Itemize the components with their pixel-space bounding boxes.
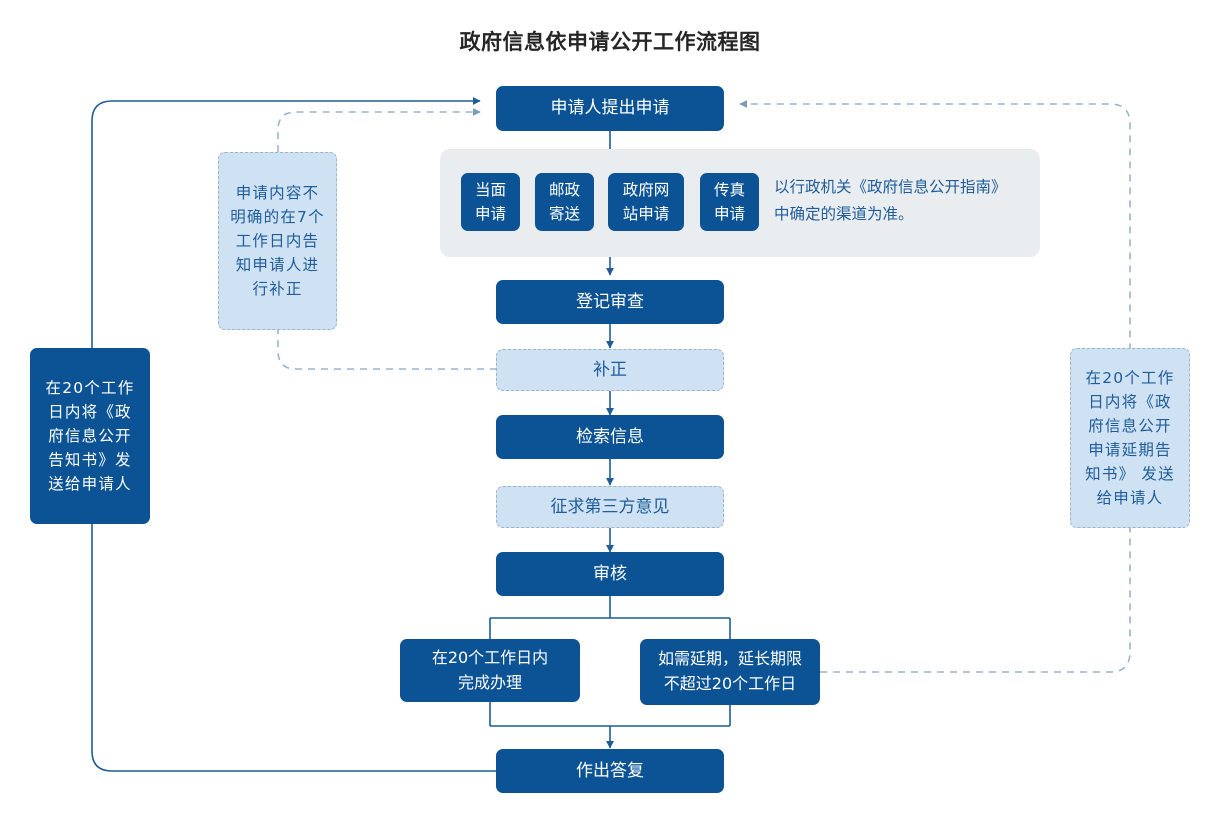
node-third-party-opinion[interactable]: 征求第三方意见 (496, 486, 724, 528)
node-applicant-submits[interactable]: 申请人提出申请 (496, 86, 724, 131)
node-complete-within-20-days[interactable]: 在20个工作日内 完成办理 (400, 639, 580, 702)
note-supplement-instruction[interactable]: 申请内容不 明确的在7个 工作日内告 知申请人进 行补正 (218, 152, 337, 330)
node-channel-postal-mail[interactable]: 邮政 寄送 (535, 173, 594, 231)
note-left-notification-letter[interactable]: 在20个工作 日内将《政 府信息公开 告知书》发 送给申请人 (30, 348, 150, 524)
channel-note-text: 以行政机关《政府信息公开指南》 中确定的渠道为准。 (774, 178, 1007, 224)
page-title: 政府信息依申请公开工作流程图 (459, 30, 761, 54)
node-make-reply[interactable]: 作出答复 (496, 749, 724, 793)
note-right-extension-letter[interactable]: 在20个工作 日内将《政 府信息公开 申请延期告 知书》 发送 给申请人 (1070, 348, 1190, 528)
node-channel-gov-website[interactable]: 政府网 站申请 (608, 173, 684, 231)
node-retrieve-information[interactable]: 检索信息 (496, 415, 724, 459)
node-channel-in-person[interactable]: 当面 申请 (461, 173, 520, 231)
node-audit[interactable]: 审核 (496, 552, 724, 596)
node-extension-limit[interactable]: 如需延期，延长期限 不超过20个工作日 (640, 639, 820, 705)
node-supplement[interactable]: 补正 (496, 349, 724, 391)
node-channel-fax[interactable]: 传真 申请 (700, 173, 759, 231)
node-register-review[interactable]: 登记审查 (496, 280, 724, 324)
